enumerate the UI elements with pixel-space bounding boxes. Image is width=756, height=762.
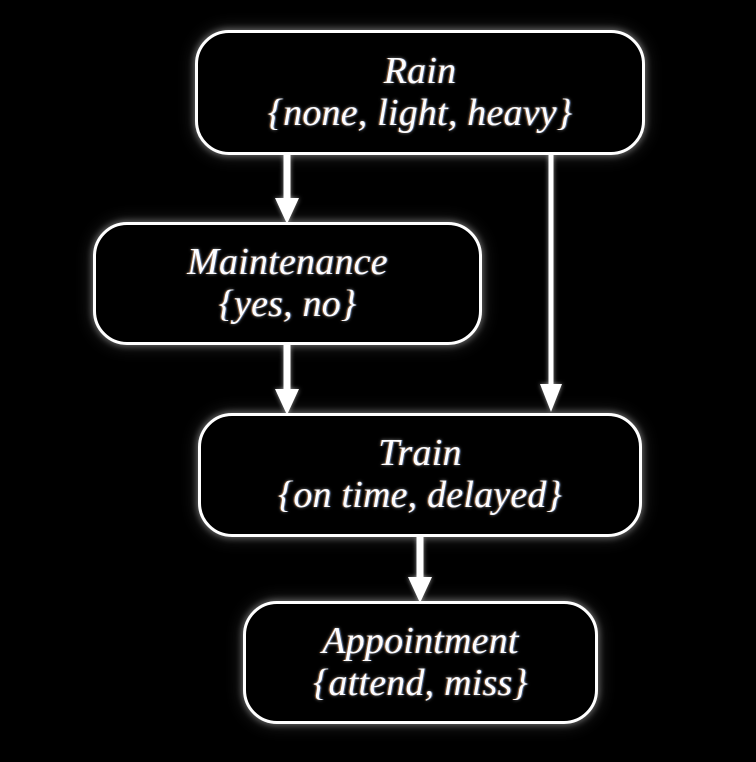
arrowhead-icon bbox=[275, 198, 299, 224]
node-maintenance-states: {yes, no} bbox=[218, 282, 357, 325]
node-appointment-title: Appointment bbox=[322, 619, 519, 662]
edge-rain-to-train bbox=[540, 154, 562, 412]
node-train[interactable]: Train {on time, delayed} bbox=[198, 413, 642, 537]
arrowhead-icon bbox=[408, 577, 432, 603]
edge-maintenance-to-train bbox=[275, 345, 299, 415]
node-train-states: {on time, delayed} bbox=[277, 474, 563, 516]
arrowhead-icon bbox=[275, 389, 299, 415]
arrowhead-icon bbox=[540, 384, 562, 412]
node-appointment[interactable]: Appointment {attend, miss} bbox=[243, 601, 598, 724]
node-rain-title: Rain bbox=[383, 49, 457, 92]
node-rain[interactable]: Rain {none, light, heavy} bbox=[195, 30, 645, 155]
edge-train-to-appointment bbox=[408, 537, 432, 603]
node-maintenance[interactable]: Maintenance {yes, no} bbox=[93, 222, 482, 345]
edge-rain-to-maintenance bbox=[275, 154, 299, 224]
node-rain-states: {none, light, heavy} bbox=[267, 91, 573, 134]
node-train-title: Train bbox=[378, 432, 462, 475]
node-maintenance-title: Maintenance bbox=[187, 240, 388, 283]
node-appointment-states: {attend, miss} bbox=[313, 661, 528, 704]
